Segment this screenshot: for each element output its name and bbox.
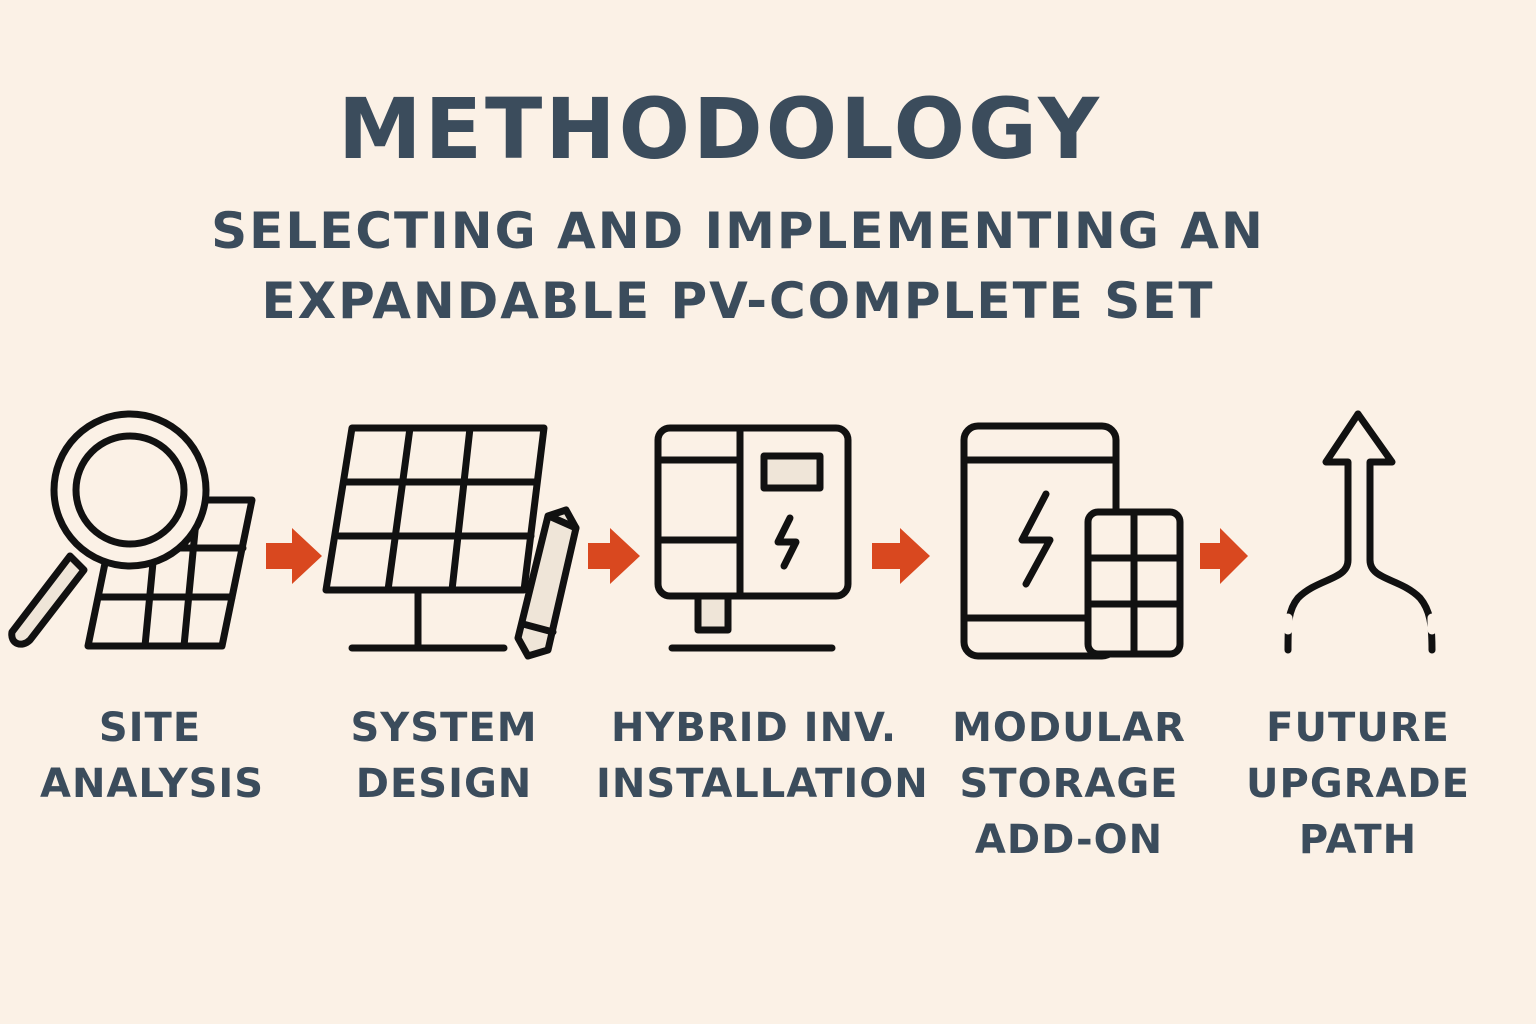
step-label-line: DESIGN xyxy=(355,761,533,807)
step-label-line: STORAGE xyxy=(959,761,1179,807)
page-title: METHODOLOGY xyxy=(338,80,1102,178)
step-label-line: MODULAR xyxy=(952,705,1186,751)
step-label-line: HYBRID INV. xyxy=(610,705,898,751)
subtitle-line-2: EXPANDABLE PV-COMPLETE SET xyxy=(261,272,1215,330)
step-label-future-upgrade: FUTURE UPGRADE PATH xyxy=(1246,700,1470,868)
arrow-icon xyxy=(872,528,930,584)
step-label-hybrid-installation: HYBRID INV. INSTALLATION xyxy=(596,700,929,812)
step-label-line: PATH xyxy=(1298,817,1418,863)
step-label-line: FUTURE xyxy=(1266,705,1450,751)
step-label-system-design: SYSTEM DESIGN xyxy=(334,700,554,812)
magnifier-over-solar-panel-icon xyxy=(8,410,256,650)
step-label-line: INSTALLATION xyxy=(596,761,929,807)
step-label-modular-storage: MODULAR STORAGE ADD-ON xyxy=(944,700,1194,868)
arrow-icon xyxy=(1200,528,1248,584)
step-label-site-analysis: SITE ANALYSIS xyxy=(40,700,265,812)
step-label-line: ADD-ON xyxy=(974,817,1164,863)
step-label-line: SYSTEM xyxy=(350,705,538,751)
step-label-line: UPGRADE xyxy=(1246,761,1470,807)
arrow-icon xyxy=(588,528,640,584)
page-subtitle: SELECTING AND IMPLEMENTING AN EXPANDABLE… xyxy=(0,196,1476,336)
solar-panel-with-pencil-icon xyxy=(322,424,580,660)
subtitle-line-1: SELECTING AND IMPLEMENTING AN xyxy=(211,202,1265,260)
arrow-icon xyxy=(266,528,322,584)
upgrade-path-arrow-icon xyxy=(1283,410,1437,654)
step-label-line: ANALYSIS xyxy=(40,761,265,807)
battery-storage-module-icon xyxy=(960,422,1184,660)
hybrid-inverter-icon xyxy=(654,424,852,652)
step-label-line: SITE xyxy=(98,705,202,751)
